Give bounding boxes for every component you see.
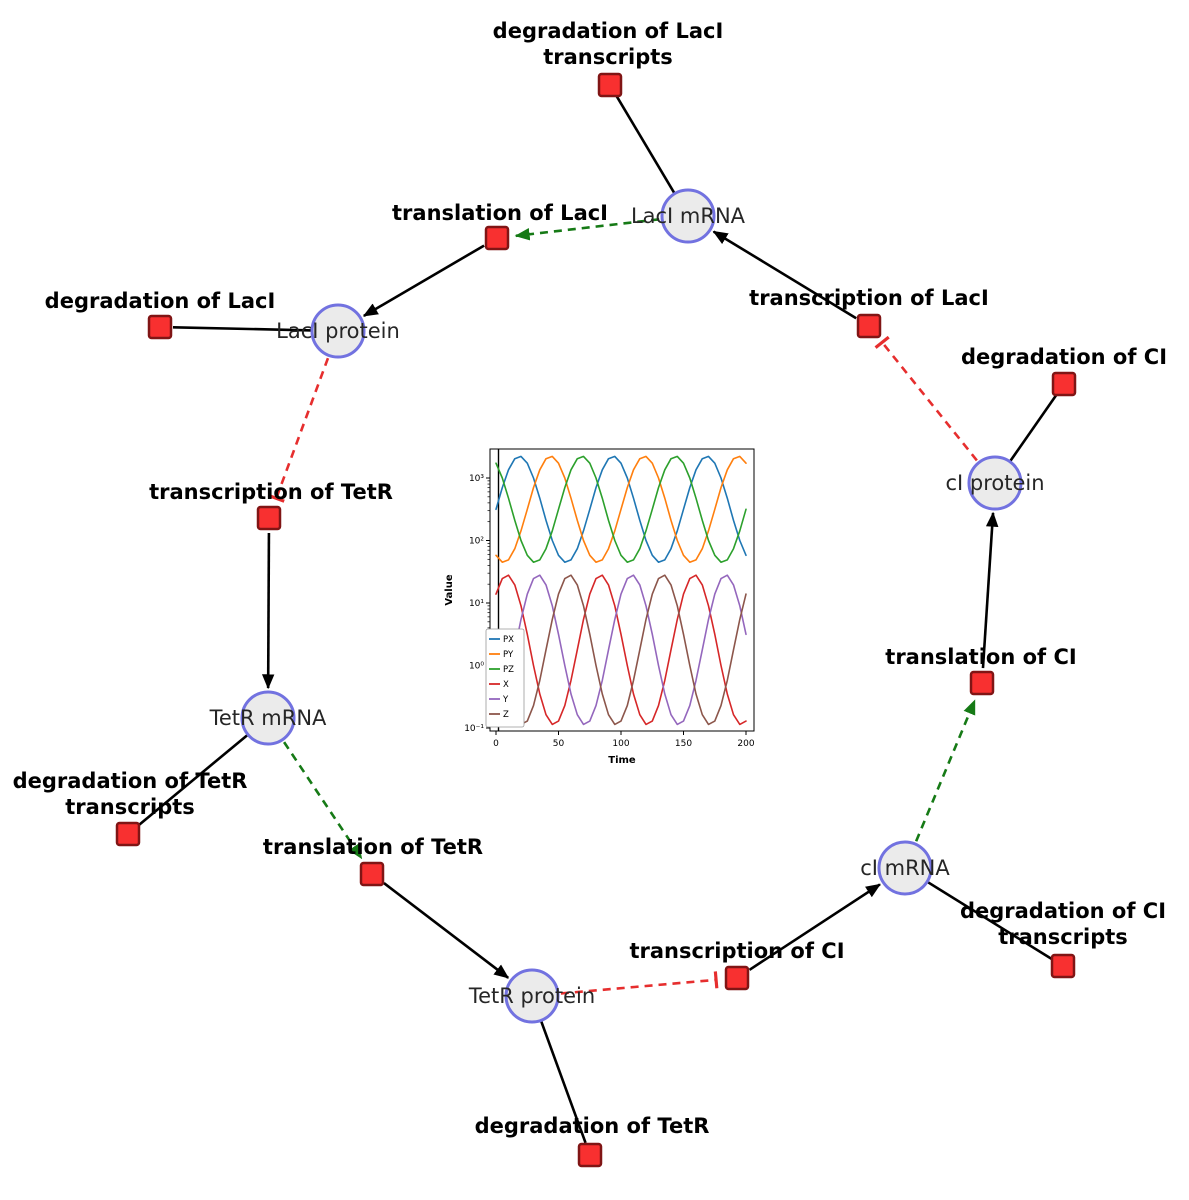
reaction-label-transl_laci: translation of LacI [392,201,608,225]
species-label-laci_protein: LacI protein [276,319,400,343]
legend-label-PZ: PZ [503,665,514,675]
reaction-node-deg_ci_tx [1050,953,1076,979]
legend: PX PY PZ XYZ [485,628,525,728]
y-tick-label: 10⁻¹ [464,724,484,734]
nodes-layer [115,72,1077,1168]
reaction-label-transcr_ci: transcription of CI [629,939,844,963]
y-tick-label: 10¹ [469,599,484,609]
y-axis-label: Value [444,574,455,605]
x-tick-label: 150 [675,739,692,749]
series-line-Y [495,574,747,726]
x-tick-label: 100 [612,739,629,749]
y-tick-label: 10³ [469,474,484,484]
reaction-node-deg_tetr_tx [115,821,141,847]
edge-consumption-tetr_protein-deg_tetr [539,1019,587,1144]
reaction-label-deg_tetr_tx: degradation of TetR [13,769,248,793]
series-line-PY [495,455,747,563]
legend-label-PY: PY [503,650,514,660]
series-line-X [495,574,747,726]
edge-modifier-ci_mrna-transl_ci [914,699,976,842]
reaction-label-deg_laci_tx: transcripts [543,45,673,69]
legend-label-PX: PX [503,635,514,645]
reaction-label-transl_ci: translation of CI [885,645,1076,669]
series-line-Z [495,574,747,726]
species-node-laci_mrna [660,188,716,244]
series-line-PZ [495,455,747,563]
reaction-node-transcr_ci [724,965,750,991]
labels-layer: degradation of LacItranscriptstranslatio… [13,19,1167,1138]
x-tick-label: 50 [553,739,565,749]
edge-production-transcr_laci-laci_mrna [712,230,857,320]
species-node-tetr_protein [504,968,560,1024]
reaction-node-transl_laci [484,225,510,251]
reaction-node-transl_tetr [359,861,385,887]
x-tick-label: 0 [493,739,499,749]
reaction-label-deg_tetr: degradation of TetR [475,1114,710,1138]
species-label-ci_protein: cI protein [945,471,1044,495]
edge-production-transl_ci-ci_protein [981,511,999,669]
reaction-label-deg_laci: degradation of LacI [45,289,276,313]
edge-inhibition-ci_protein-transcr_laci [874,335,978,462]
reaction-label-deg_ci_tx: degradation of CI [960,899,1166,923]
reaction-node-deg_laci [147,314,173,340]
reaction-label-deg_ci: degradation of CI [961,345,1167,369]
edge-production-transl_laci-laci_protein [362,244,485,317]
y-tick-label: 10² [469,537,484,547]
species-label-laci_mrna: LacI mRNA [631,204,746,228]
species-label-ci_mrna: cI mRNA [860,856,950,880]
y-tick-label: 10⁰ [469,662,484,672]
species-label-tetr_mrna: TetR mRNA [209,706,327,730]
legend-label-X: X [503,680,509,690]
reaction-label-transcr_tetr: transcription of TetR [149,480,393,504]
reaction-node-transcr_laci [856,313,882,339]
edge-production-transl_tetr-tetr_protein [383,882,510,979]
species-node-ci_protein [967,455,1023,511]
edge-consumption-ci_mrna-deg_ci_tx [926,880,1053,961]
reaction-label-transl_tetr: translation of TetR [263,835,483,859]
reaction-label-deg_ci_tx: transcripts [998,925,1128,949]
series-line-PX [495,455,747,563]
reaction-label-transcr_laci: transcription of LacI [749,286,989,310]
species-label-tetr_protein: TetR protein [468,984,595,1008]
legend-label-Y: Y [502,695,509,705]
reaction-node-deg_laci_tx [597,72,623,98]
edge-modifier-laci_mrna-transl_laci [514,218,660,241]
reaction-label-deg_tetr_tx: transcripts [65,795,195,819]
reaction-node-transcr_tetr [256,505,282,531]
edge-inhibition-tetr_protein-transcr_ci [560,971,719,995]
reaction-node-deg_ci [1051,371,1077,397]
edge-inhibition-laci_protein-transcr_tetr [267,357,330,503]
edge-consumption-laci_protein-deg_laci [172,325,313,332]
x-axis-label: Time [608,755,636,766]
species-node-ci_mrna [877,840,933,896]
reaction-node-transl_ci [969,670,995,696]
x-tick-label: 200 [737,739,754,749]
edge-consumption-tetr_mrna-deg_tetr_tx [137,733,249,827]
species-node-laci_protein [310,303,366,359]
reaction-label-deg_laci_tx: degradation of LacI [493,19,724,43]
species-node-tetr_mrna [240,690,296,746]
edge-production-transcr_tetr-tetr_mrna [261,532,275,690]
edge-production-transcr_ci-ci_mrna [748,883,881,971]
edge-modifier-tetr_mrna-transl_tetr [283,741,363,860]
edges-layer [137,95,1058,1144]
legend-label-Z: Z [503,710,509,720]
edge-consumption-laci_mrna-deg_laci_tx [615,95,676,195]
reaction-node-deg_tetr [577,1142,603,1168]
edge-consumption-ci_protein-deg_ci [1008,393,1058,463]
